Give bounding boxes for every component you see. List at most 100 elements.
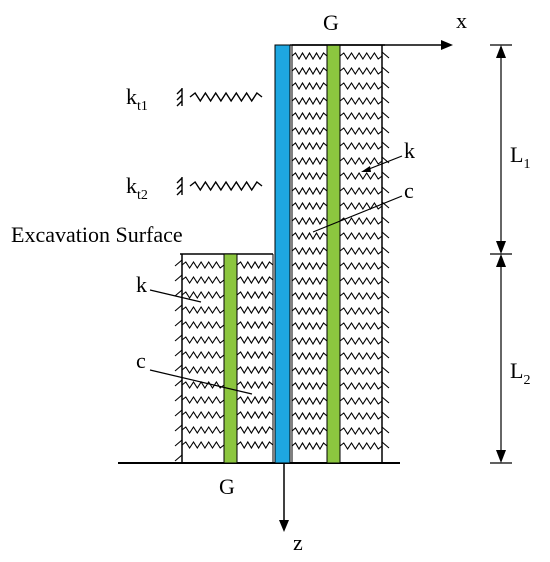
- right-ground-hatch: [381, 51, 390, 449]
- spring-icon: [339, 96, 383, 106]
- spring-icon: [181, 440, 225, 450]
- k-label-right: k: [404, 138, 415, 163]
- spring-icon: [339, 201, 383, 211]
- ground-hatch-icon: [174, 439, 183, 447]
- spring-icon: [339, 231, 383, 241]
- spring-icon: [236, 275, 274, 285]
- l2-label: L2: [510, 358, 530, 388]
- shear-layer-right: [326, 44, 341, 464]
- spring-icon: [181, 350, 225, 360]
- spring-icon: [291, 246, 328, 256]
- ground-hatch-icon: [381, 216, 390, 224]
- spring-icon: [291, 291, 328, 301]
- spring-icon: [339, 396, 383, 406]
- ground-hatch-icon: [174, 424, 183, 432]
- ground-hatch-icon: [174, 259, 183, 267]
- ground-hatch-icon: [381, 366, 390, 374]
- spring-icon: [291, 396, 328, 406]
- ground-hatch-icon: [381, 111, 390, 119]
- spring-icon: [339, 351, 383, 361]
- spring-icon: [291, 81, 328, 91]
- ground-hatch-icon: [174, 289, 183, 297]
- k-label-left: k: [136, 272, 147, 297]
- spring-icon: [181, 275, 225, 285]
- spring-icon: [339, 291, 383, 301]
- kt1-label: kt1: [126, 84, 148, 114]
- spring-icon: [339, 246, 383, 256]
- ground-hatch-icon: [381, 291, 390, 299]
- spring-icon: [291, 216, 328, 226]
- spring-icon: [291, 321, 328, 331]
- dimension-l2: [490, 254, 512, 464]
- spring-icon: [339, 426, 383, 436]
- spring-icon: [291, 201, 328, 211]
- left-soil-springs: [181, 260, 274, 450]
- shear-layer-left: [223, 253, 238, 464]
- c-label-right: c: [404, 178, 414, 203]
- ground-hatch-icon: [174, 409, 183, 417]
- spring-icon: [339, 141, 383, 151]
- spring-icon: [339, 276, 383, 286]
- l1-label: L1: [510, 142, 530, 172]
- spring-icon: [236, 425, 274, 435]
- ground-hatch-icon: [174, 304, 183, 312]
- x-axis-label: x: [456, 8, 467, 33]
- spring-icon: [339, 81, 383, 91]
- z-axis-label: z: [293, 530, 303, 555]
- kt2-label: kt2: [126, 173, 148, 203]
- ground-hatch-icon: [381, 186, 390, 194]
- g-label-top: G: [323, 10, 339, 35]
- spring-icon: [236, 335, 274, 345]
- spring-icon: [236, 440, 274, 450]
- ground-hatch-icon: [381, 321, 390, 329]
- spring-icon: [291, 96, 328, 106]
- spring-icon: [236, 380, 274, 390]
- ground-hatch-icon: [381, 126, 390, 134]
- anchor-spring-icon: [189, 180, 263, 192]
- spring-icon: [339, 216, 383, 226]
- ground-hatch-icon: [174, 349, 183, 357]
- ground-hatch-icon: [381, 336, 390, 344]
- spring-icon: [339, 261, 383, 271]
- ground-hatch-icon: [381, 351, 390, 359]
- ground-hatch-icon: [174, 394, 183, 402]
- spring-icon: [291, 171, 328, 181]
- spring-icon: [339, 441, 383, 451]
- ground-hatch-icon: [381, 426, 390, 434]
- spring-icon: [339, 321, 383, 331]
- anchor-ground-icon: [176, 177, 183, 196]
- ground-hatch-icon: [381, 306, 390, 314]
- spring-icon: [291, 186, 328, 196]
- spring-icon: [339, 306, 383, 316]
- spring-icon: [291, 411, 328, 421]
- right-soil-springs: [291, 51, 383, 451]
- x-axis-arrow-icon: [441, 40, 453, 50]
- k-leader-left: [149, 289, 202, 303]
- spring-icon: [181, 365, 225, 375]
- spring-icon: [339, 156, 383, 166]
- k-leader-right-arrow-icon: [361, 166, 371, 172]
- dimension-l1: [490, 44, 512, 255]
- spring-icon: [291, 156, 328, 166]
- spring-icon: [339, 411, 383, 421]
- spring-icon: [339, 66, 383, 76]
- spring-icon: [291, 441, 328, 451]
- ground-hatch-icon: [381, 276, 390, 284]
- ground-hatch-icon: [381, 81, 390, 89]
- ground-hatch-icon: [381, 411, 390, 419]
- spring-icon: [339, 186, 383, 196]
- spring-icon: [339, 171, 383, 181]
- l2-arrow-top-icon: [496, 254, 506, 267]
- spring-icon: [291, 126, 328, 136]
- spring-icon: [291, 276, 328, 286]
- ground-hatch-icon: [381, 246, 390, 254]
- l1-arrow-bottom-icon: [496, 241, 506, 254]
- ground-hatch-icon: [381, 171, 390, 179]
- ground-hatch-icon: [381, 441, 390, 449]
- spring-icon: [236, 410, 274, 420]
- left-ground-hatch: [174, 259, 183, 462]
- spring-icon: [291, 351, 328, 361]
- spring-icon: [181, 305, 225, 315]
- excavation-surface-label: Excavation Surface: [11, 222, 183, 247]
- spring-icon: [339, 381, 383, 391]
